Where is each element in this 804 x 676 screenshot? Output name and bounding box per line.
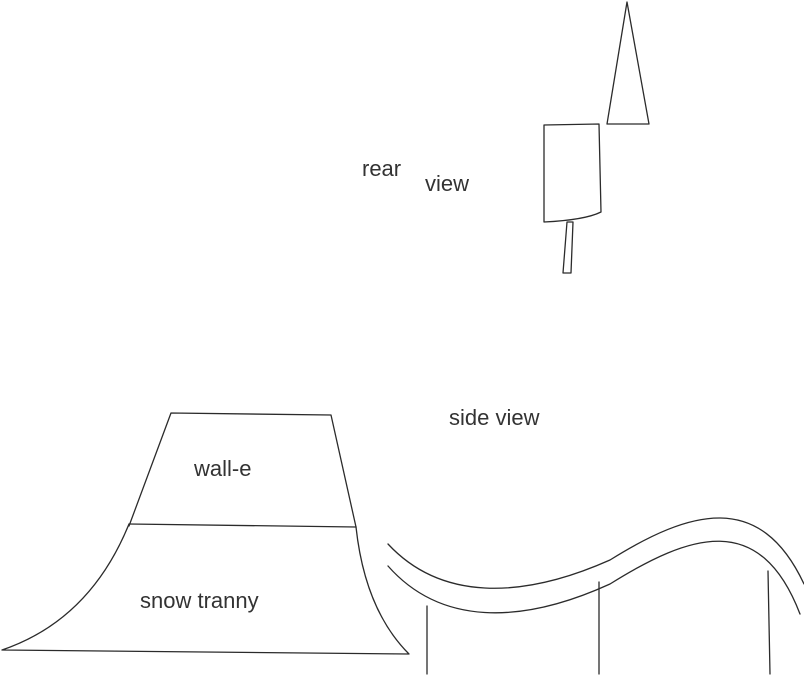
wall-e-section [128, 412, 357, 528]
rear-post [562, 221, 574, 274]
rear-block [543, 123, 602, 223]
label-side-view: side view [449, 405, 540, 430]
label-wall-e: wall-e [193, 456, 251, 481]
label-snow-tranny: snow tranny [140, 588, 259, 613]
label-view: view [425, 171, 469, 196]
rail-upper-curve [387, 517, 804, 589]
rail-support-right [767, 570, 771, 675]
section-divider [128, 523, 357, 528]
rear-fin-triangle [606, 1, 650, 125]
rail-lower-curve [387, 540, 801, 615]
snow-tranny-section [1, 523, 410, 655]
label-rear: rear [362, 156, 401, 181]
